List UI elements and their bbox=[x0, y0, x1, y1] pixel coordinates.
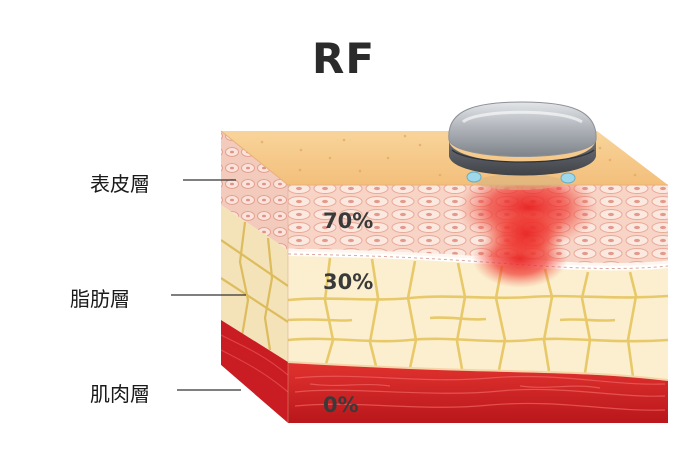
epidermis-pores bbox=[253, 134, 637, 177]
percent-fat: 30% bbox=[323, 270, 374, 294]
device-head bbox=[448, 101, 597, 157]
dermis-boundary bbox=[288, 248, 668, 266]
epidermis-top-face bbox=[221, 131, 668, 185]
front-face bbox=[288, 185, 668, 423]
device-base-ring bbox=[449, 140, 596, 176]
percent-epidermis: 70% bbox=[323, 209, 374, 233]
rf-device-icon bbox=[448, 101, 597, 190]
fat-cell-lines bbox=[288, 257, 668, 378]
diagram-title: RF bbox=[311, 34, 376, 83]
side-face bbox=[221, 131, 288, 423]
label-muscle: 肌肉層 bbox=[90, 382, 150, 406]
label-fat: 脂肪層 bbox=[70, 287, 130, 311]
percent-muscle: 0% bbox=[323, 393, 359, 417]
device-left-electrode bbox=[466, 171, 482, 183]
label-epidermis: 表皮層 bbox=[90, 172, 150, 196]
fat-layer bbox=[288, 256, 668, 380]
muscle-fibers bbox=[294, 375, 666, 411]
device-right-electrode bbox=[560, 172, 576, 184]
